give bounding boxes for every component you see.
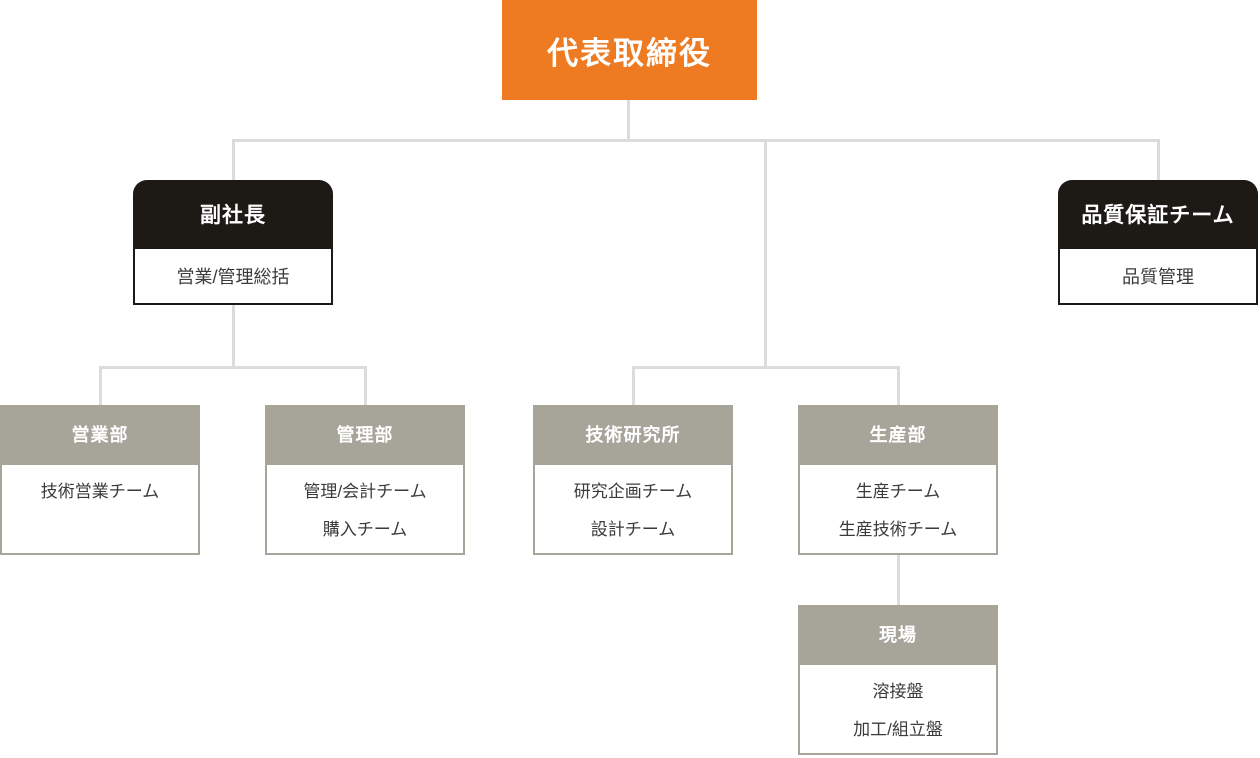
- connector-line: [1157, 139, 1160, 180]
- connector-line: [99, 366, 102, 405]
- org-node-item: 管理/会計チーム: [303, 482, 427, 501]
- connector-line: [364, 366, 367, 405]
- org-node-header: 副社長: [133, 180, 333, 247]
- connector-line: [232, 305, 235, 368]
- connector-line: [897, 555, 900, 605]
- org-node-sales-dept: 営業部 技術営業チーム: [0, 405, 200, 555]
- connector-line: [99, 366, 367, 369]
- org-node-body: 品質管理: [1058, 247, 1258, 305]
- org-node-item: 設計チーム: [590, 520, 676, 539]
- connector-line: [627, 100, 630, 141]
- org-node-body: 管理/会計チーム 購入チーム: [265, 463, 465, 555]
- org-node-body: 研究企画チーム 設計チーム: [533, 463, 733, 555]
- org-node-header: 現場: [798, 605, 998, 663]
- connector-line: [232, 139, 1160, 142]
- org-node-header: 管理部: [265, 405, 465, 463]
- org-node-title: 代表取締役: [547, 35, 712, 71]
- connector-line: [632, 366, 635, 405]
- org-node-header: 営業部: [0, 405, 200, 463]
- org-node-item: 研究企画チーム: [573, 482, 693, 501]
- org-node-vice-president: 副社長 営業/管理総括: [133, 180, 333, 305]
- org-node-body: 技術営業チーム: [0, 463, 200, 555]
- org-node-ceo: 代表取締役: [502, 0, 757, 100]
- org-node-item: 生産技術チーム: [838, 520, 958, 539]
- org-node-item: 加工/組立盤: [853, 720, 943, 739]
- org-node-item: 購入チーム: [322, 520, 408, 539]
- org-node-item: 技術営業チーム: [40, 482, 160, 501]
- org-node-item: 生産チーム: [855, 482, 941, 501]
- connector-line: [632, 366, 900, 369]
- connector-line: [897, 366, 900, 405]
- org-node-research-institute: 技術研究所 研究企画チーム 設計チーム: [533, 405, 733, 555]
- org-node-worksite: 現場 溶接盤 加工/組立盤: [798, 605, 998, 755]
- org-node-item: 溶接盤: [872, 682, 924, 701]
- org-node-admin-dept: 管理部 管理/会計チーム 購入チーム: [265, 405, 465, 555]
- org-node-body: 溶接盤 加工/組立盤: [798, 663, 998, 755]
- org-node-header: 生産部: [798, 405, 998, 463]
- org-node-body: 営業/管理総括: [133, 247, 333, 305]
- connector-line: [764, 139, 767, 368]
- org-node-body: 生産チーム 生産技術チーム: [798, 463, 998, 555]
- org-node-quality-assurance: 品質保証チーム 品質管理: [1058, 180, 1258, 305]
- org-node-header: 品質保証チーム: [1058, 180, 1258, 247]
- connector-line: [232, 139, 235, 180]
- org-node-header: 技術研究所: [533, 405, 733, 463]
- org-node-production-dept: 生産部 生産チーム 生産技術チーム: [798, 405, 998, 555]
